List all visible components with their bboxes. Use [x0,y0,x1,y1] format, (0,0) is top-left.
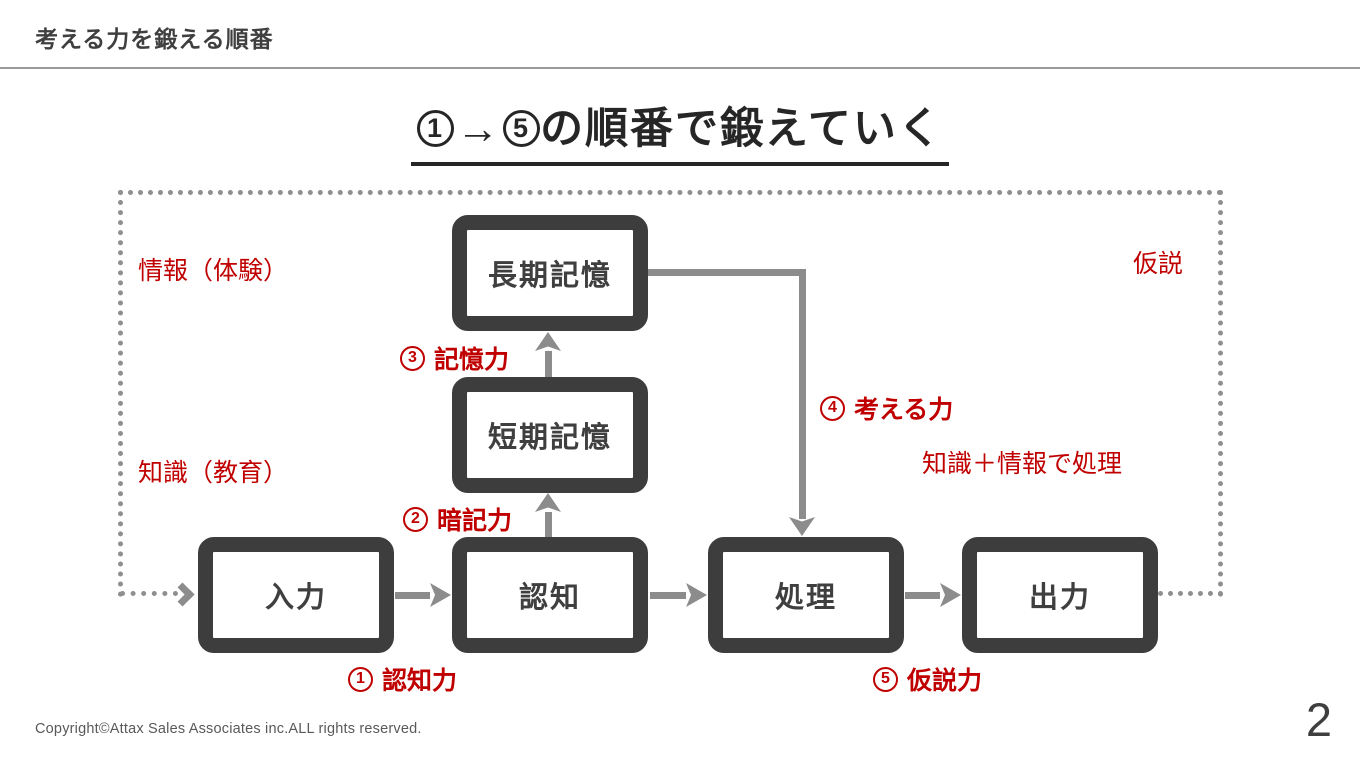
node-recognition: 認知 [452,537,648,653]
circled-number-5: 5 [873,666,898,692]
arrow-recognition-to-processing [650,583,707,607]
circled-number-4: 4 [820,395,845,421]
arrowhead-into-processing [789,517,815,537]
arrow-processing-to-output [905,583,961,607]
title-arrow-glyph: → [456,105,502,153]
label-knowledge-education: 知識（教育） [138,459,289,487]
label-step-1-recognition: 1 認知力 [348,661,457,697]
node-long-term-memory: 長期記憶 [452,215,648,331]
label-hypothesis: 仮説 [1133,250,1184,278]
node-input: 入力 [198,537,394,653]
feedback-dotted-into-input [120,591,178,596]
header-divider [0,67,1360,69]
arrow-recognition-to-shortterm [535,493,561,537]
feedback-dotted-from-output [1158,591,1223,596]
arrow-shortterm-to-longterm [535,332,561,377]
circled-number-2: 2 [403,506,428,532]
node-output: 出力 [962,537,1158,653]
feedback-loop-dotted-border [118,190,1223,597]
label-step-2-rote: 2 暗記力 [403,501,512,537]
title-circled-number-1: 1 [417,110,455,147]
arrow-input-to-recognition [395,583,451,607]
main-title-text: の順番で鍛えていく [540,105,943,153]
circled-number-3: 3 [400,345,425,371]
label-step-5-hypothesis: 5 仮説力 [873,661,982,697]
label-step-3-memory: 3 記憶力 [400,340,509,376]
label-step-4-thinking: 4 考える力 [820,390,953,426]
connector-longterm-to-processing-vertical [799,269,806,519]
label-information-experience: 情報（体験） [138,257,289,285]
copyright-text: Copyright©Attax Sales Associates inc.ALL… [35,721,422,737]
circled-number-1: 1 [348,666,373,692]
page-title: 考える力を鍛える順番 [35,26,274,52]
label-process-note: 知識＋情報で処理 [922,450,1123,478]
node-processing: 処理 [708,537,904,653]
node-short-term-memory: 短期記憶 [452,377,648,493]
page-number: 2 [1305,693,1332,746]
connector-longterm-to-processing-horizontal [648,269,806,276]
title-circled-number-5: 5 [503,110,541,147]
